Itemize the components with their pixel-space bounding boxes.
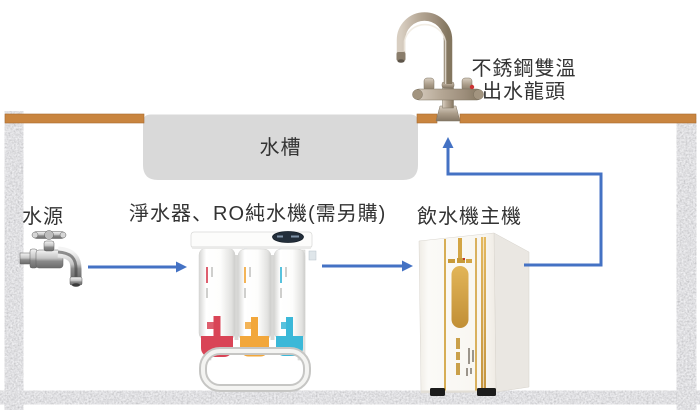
dispenser-foot [477, 388, 496, 396]
dispenser-unit-icon [418, 232, 530, 396]
purifier-label: 淨水器、RO純水機(需另購) [129, 203, 387, 225]
gooseneck-faucet-icon [396, 12, 484, 122]
flow-line-dispenser-to-faucet [446, 148, 603, 267]
hot-indicator-dot [469, 84, 475, 90]
cap-stage1 [201, 316, 233, 357]
countertop [4, 113, 697, 124]
dispenser-gold-trim [444, 237, 486, 391]
water-source-label: 水源 [22, 206, 64, 228]
cap-stage3 [276, 317, 303, 356]
pressure-gauge [272, 231, 304, 243]
floor [5, 391, 696, 404]
dispenser-label: 飲水機主機 [417, 206, 522, 228]
arrowhead [442, 137, 454, 148]
countertop-right [459, 113, 697, 124]
sink [143, 114, 418, 180]
right-wall [677, 121, 696, 404]
left-wall [5, 117, 23, 404]
faucet-label-line1: 不銹鋼雙溫 [471, 58, 577, 80]
faucet-label: 不銹鋼雙溫 出水龍頭 [459, 58, 589, 104]
countertop-left [4, 113, 145, 124]
dispenser-foot [430, 388, 445, 396]
arrowhead [176, 261, 187, 273]
flow-arrows [88, 137, 603, 273]
purifier-unit-icon [190, 231, 317, 392]
faucet-label-line2: 出水龍頭 [482, 81, 566, 103]
sink-label: 水槽 [259, 137, 302, 159]
cap-stage2 [240, 317, 269, 357]
arrowhead [402, 260, 413, 272]
water-tap-icon [19, 230, 83, 287]
countertop-middle [416, 113, 438, 124]
